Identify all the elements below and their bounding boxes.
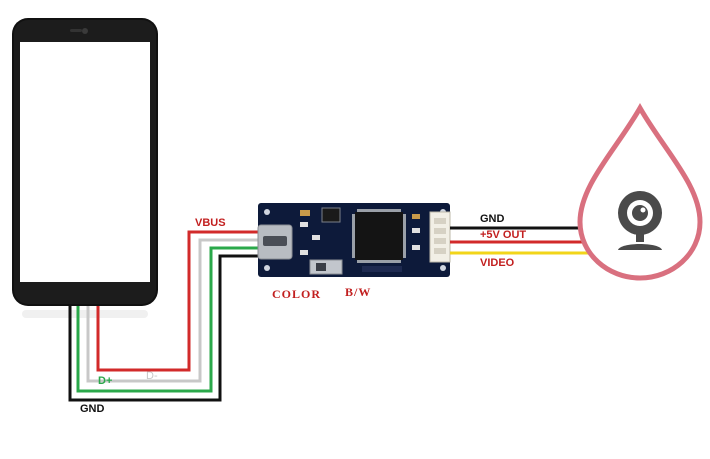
d-minus-wire — [86, 238, 262, 383]
main-chip — [352, 209, 406, 263]
d-plus-wire — [76, 246, 262, 393]
usb-video-capture-board — [257, 203, 451, 277]
camera-cable — [450, 226, 590, 255]
jst-connector — [429, 211, 451, 263]
gnd-wire-left — [68, 254, 262, 402]
five-v-out-label: +5V OUT — [480, 229, 526, 241]
color-bw-switch — [309, 259, 343, 275]
d-plus-label: D+ — [98, 375, 112, 387]
phone-camera-dot — [82, 28, 88, 34]
vbus-wire — [96, 230, 262, 372]
micro-usb-port — [257, 224, 293, 260]
video-label: VIDEO — [480, 257, 515, 269]
vbus-label: VBUS — [195, 217, 226, 229]
gnd-right-label: GND — [480, 213, 505, 225]
gnd-left-label: GND — [80, 403, 105, 415]
color-label: COLOR — [272, 287, 321, 301]
phone-screen — [20, 42, 150, 282]
usb-cable — [68, 230, 262, 402]
d-minus-label: D- — [146, 370, 158, 382]
webcam-icon — [577, 102, 703, 281]
bw-label: B/W — [345, 285, 371, 299]
smartphone-icon — [12, 18, 158, 318]
